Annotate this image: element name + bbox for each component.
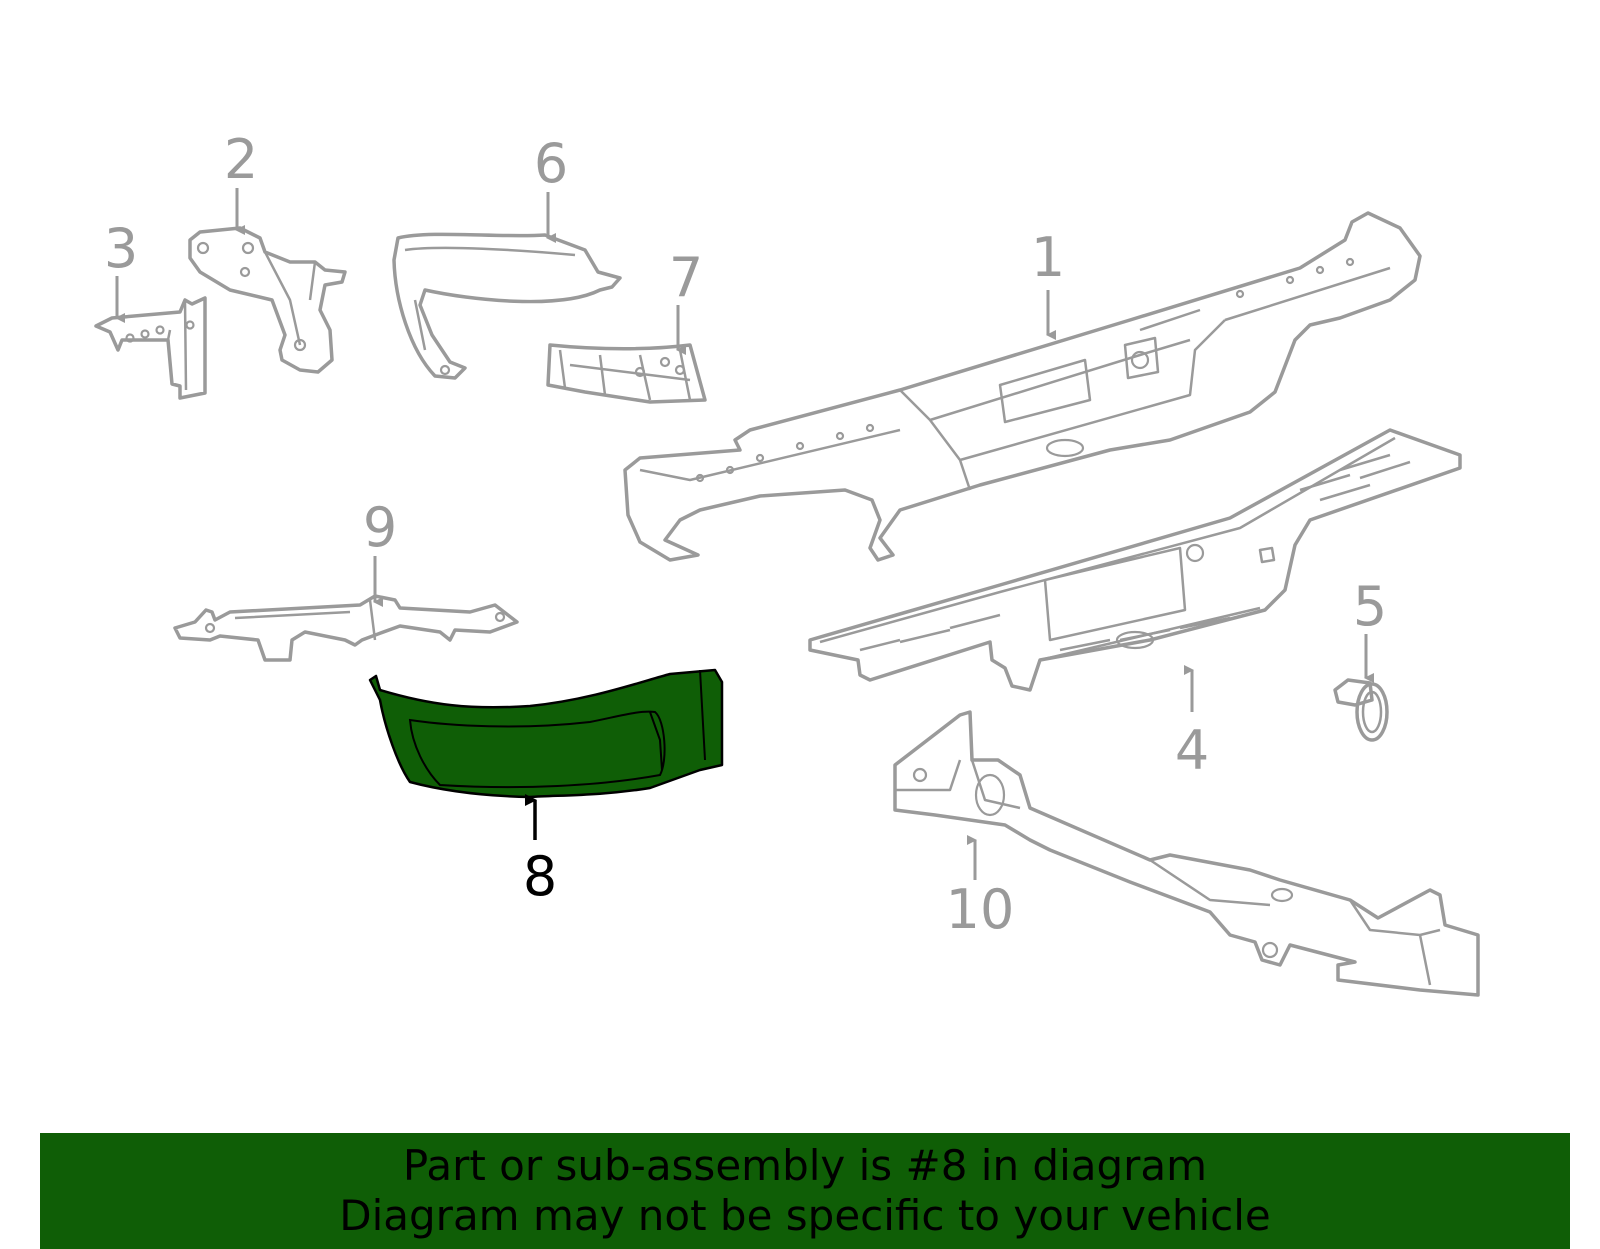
callout-1: 1 (1031, 226, 1065, 340)
part-1-bumper (623, 211, 1422, 562)
callout-3: 3 (104, 217, 138, 323)
callout-number-8: 8 (523, 845, 557, 908)
callout-4: 4 (1175, 665, 1209, 782)
callout-2: 2 (224, 128, 258, 235)
banner-line-disclaimer: Diagram may not be specific to your vehi… (339, 1191, 1271, 1240)
callout-number-4: 4 (1175, 719, 1209, 782)
part-7-bracket (546, 343, 707, 404)
part-4-step-pad (808, 428, 1462, 692)
part-3-bracket (94, 296, 207, 400)
callout-number-2: 2 (224, 128, 258, 191)
part-9-bracket (173, 594, 519, 662)
banner-line-part: Part or sub-assembly is #8 in diagram (402, 1141, 1208, 1190)
callout-number-10: 10 (946, 878, 1015, 941)
part-8-highlighted-part[interactable] (368, 668, 724, 799)
callout-9: 9 (363, 496, 397, 607)
part-5-clip (1333, 678, 1389, 742)
callout-number-1: 1 (1031, 226, 1065, 289)
part-6-cover (392, 232, 622, 380)
callout-number-6: 6 (534, 132, 568, 195)
part-2-bracket (188, 226, 347, 374)
callout-10: 10 (946, 835, 1015, 941)
callout-8: 8 (523, 794, 557, 908)
part-10-hitch (893, 710, 1480, 997)
callout-6: 6 (534, 132, 568, 243)
info-banner: Part or sub-assembly is #8 in diagram Di… (40, 1133, 1570, 1249)
callout-number-3: 3 (104, 217, 138, 280)
callout-number-5: 5 (1353, 575, 1387, 638)
callout-number-9: 9 (363, 496, 397, 559)
callout-5: 5 (1353, 575, 1387, 683)
callout-number-7: 7 (669, 246, 703, 309)
callout-7: 7 (669, 246, 703, 355)
